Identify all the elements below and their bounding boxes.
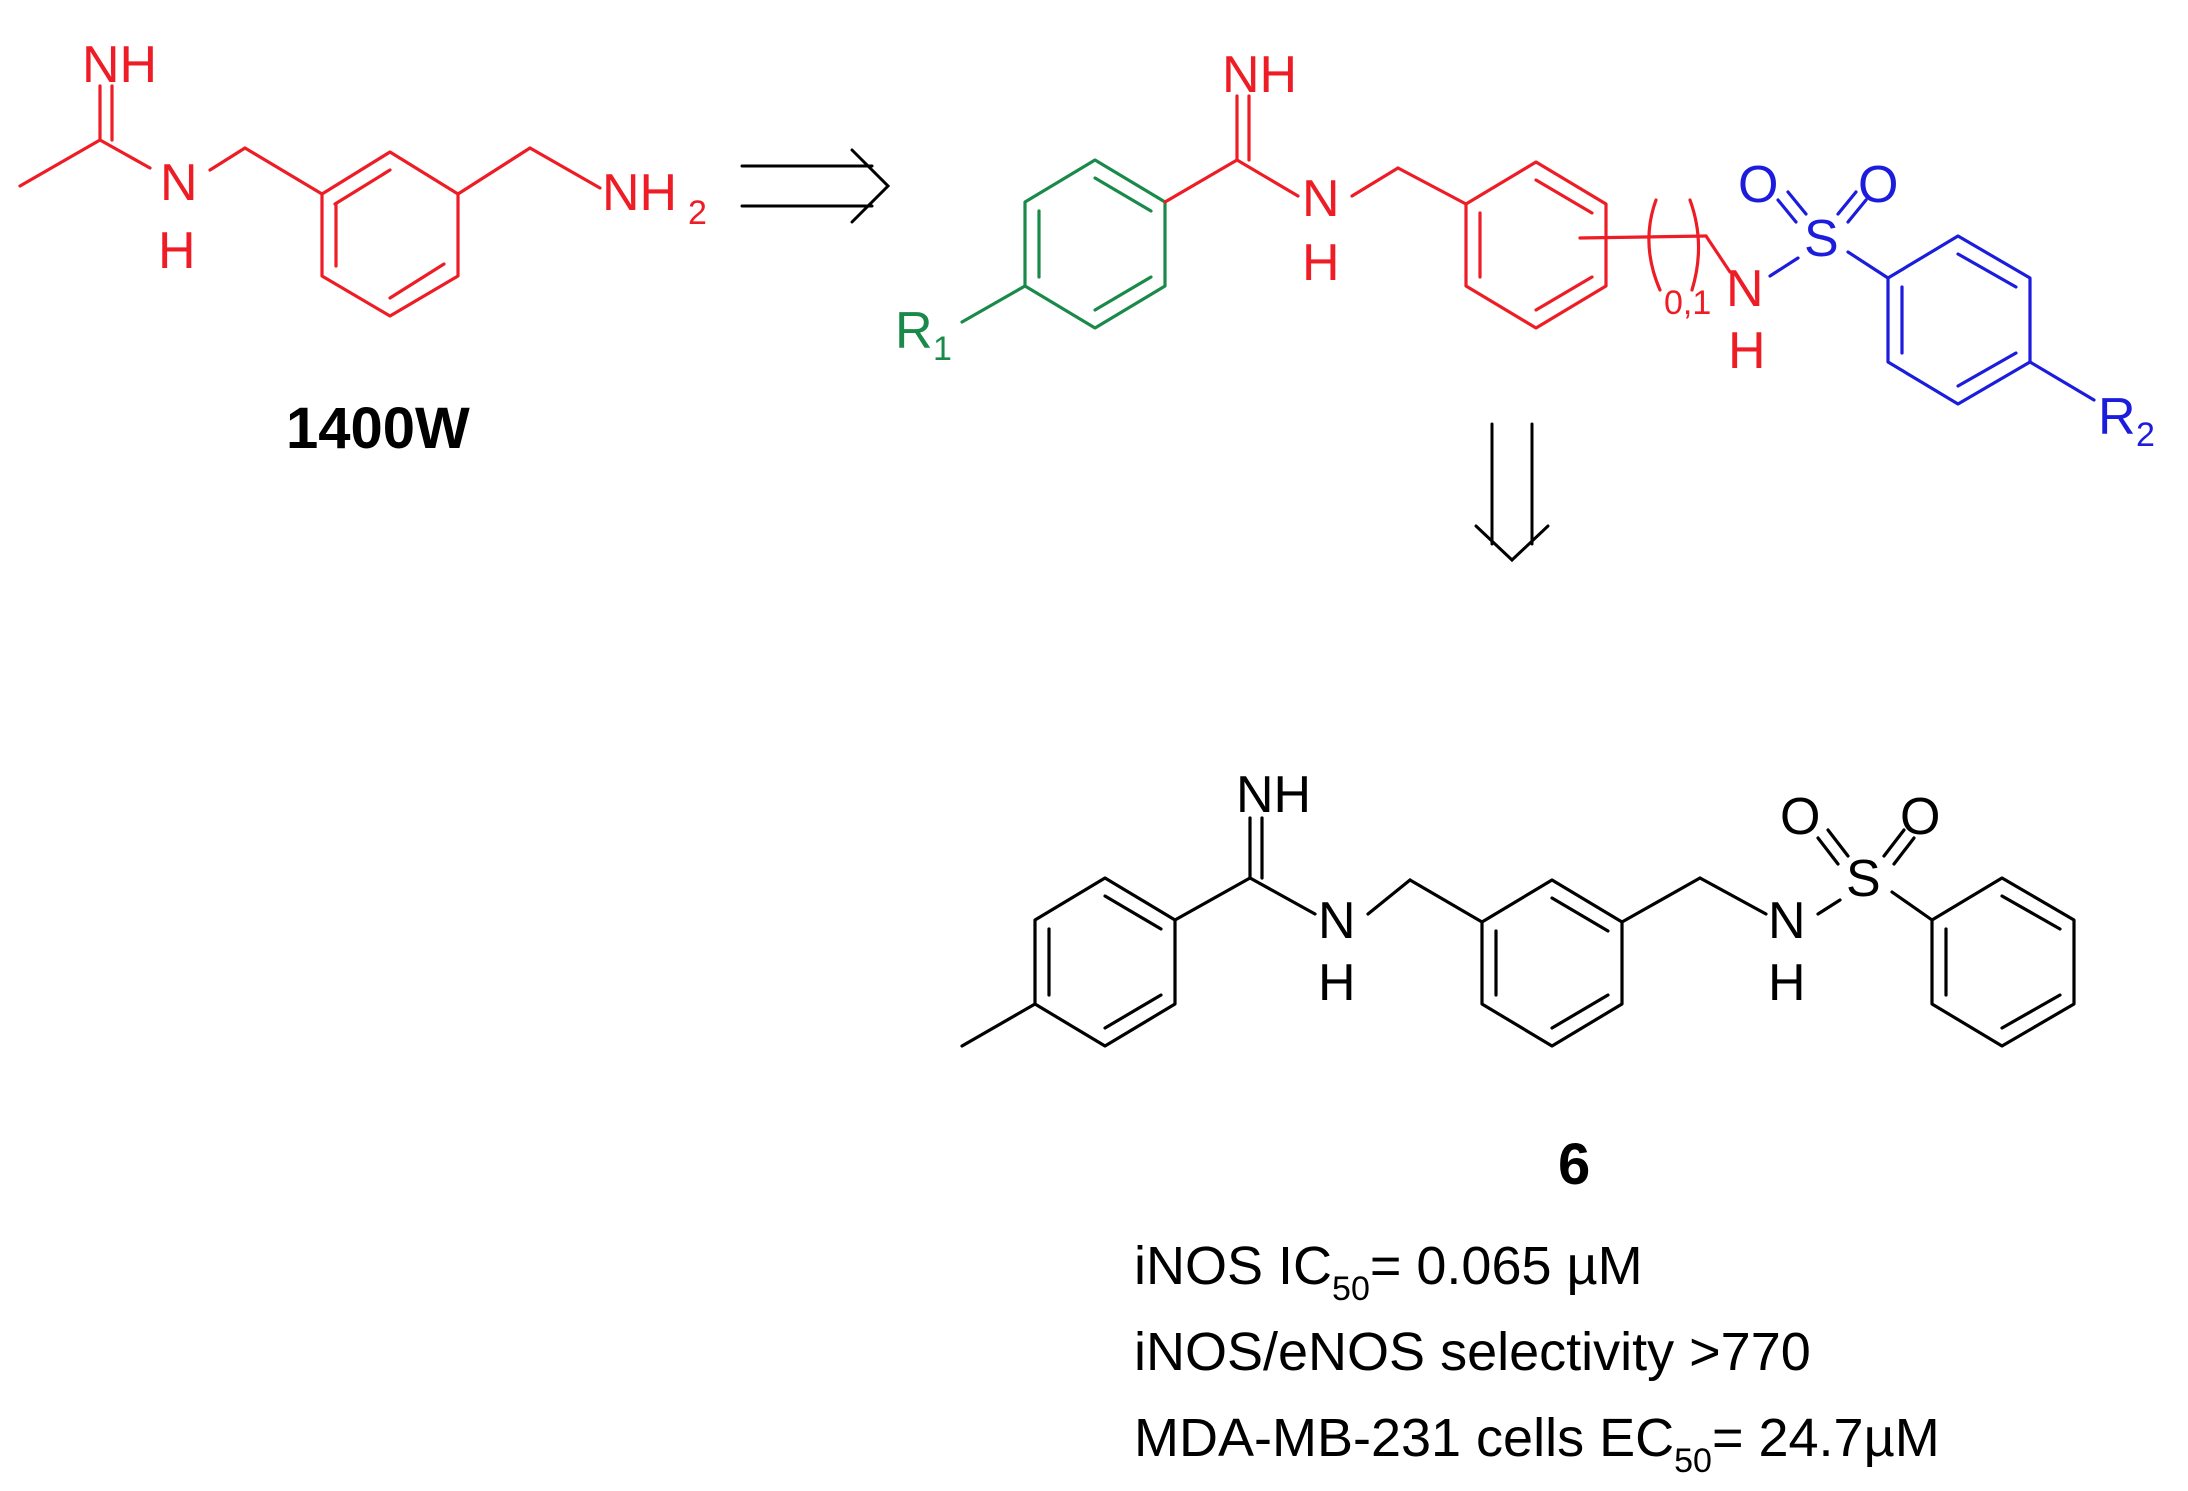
- compound-1400w: [18, 84, 602, 318]
- general-sulfonamide-h-label: H: [1728, 322, 1766, 380]
- amidine-h-label: H: [158, 222, 196, 280]
- design-arrow-down: [1474, 422, 1550, 563]
- compound-1400w-caption: 1400W: [286, 396, 470, 461]
- amine-label: NH: [602, 164, 677, 222]
- c6-amidine-h-label: H: [1318, 954, 1356, 1012]
- c6-sulfur-label: S: [1846, 850, 1881, 908]
- ec50-prefix: MDA-MB-231 cells EC: [1134, 1408, 1674, 1468]
- selectivity-line: iNOS/eNOS selectivity >770: [1134, 1322, 1811, 1382]
- central-linker-labels: NH N H 0,1 N H: [1222, 46, 1766, 380]
- r1-subscript: 1: [933, 330, 952, 368]
- general-oxygen-left-label: O: [1738, 156, 1778, 214]
- r1-label: R: [895, 302, 933, 360]
- r2-labels: S O O R 2: [1738, 156, 2155, 454]
- amidine-n-label: N: [160, 154, 198, 212]
- general-amidine-n-label: N: [1302, 170, 1340, 228]
- c6-amidine-n-label: N: [1318, 892, 1356, 950]
- compound-6-labels: NH N H N H S O O: [1236, 766, 1940, 1012]
- general-imine-label: NH: [1222, 46, 1297, 104]
- linker-repeat-label: 0,1: [1664, 284, 1711, 322]
- r1-aryl-ring: [960, 158, 1167, 330]
- r2-subscript: 2: [2136, 416, 2155, 454]
- ic50-value: = 0.065 µM: [1370, 1236, 1643, 1296]
- ic50-prefix: iNOS IC: [1134, 1236, 1332, 1296]
- general-sulfur-label: S: [1804, 210, 1839, 268]
- compound-1400w-labels: NH N H NH 2: [82, 36, 707, 280]
- c6-imine-label: NH: [1236, 766, 1311, 824]
- r2-sulfonyl-aryl: [1768, 190, 2096, 406]
- ec50-subscript: 50: [1674, 1442, 1712, 1480]
- imine-label: NH: [82, 36, 157, 94]
- design-arrow-right: [740, 148, 891, 224]
- amine-subscript: 2: [688, 194, 707, 232]
- compound-6-caption: 6: [1558, 1132, 1590, 1197]
- c6-sulfonamide-h-label: H: [1768, 954, 1806, 1012]
- c6-oxygen-left-label: O: [1780, 788, 1820, 846]
- c6-sulfonamide-n-label: N: [1768, 892, 1806, 950]
- compound-6: [960, 816, 2076, 1048]
- c6-oxygen-right-label: O: [1900, 788, 1940, 846]
- general-oxygen-right-label: O: [1858, 156, 1898, 214]
- ec50-value: = 24.7µM: [1712, 1408, 1940, 1468]
- central-linker: [1163, 94, 1732, 330]
- ic50-subscript: 50: [1332, 1270, 1370, 1308]
- general-amidine-h-label: H: [1302, 234, 1340, 292]
- ec50-line: MDA-MB-231 cells EC50= 24.7µM: [1134, 1408, 1940, 1480]
- ic50-line: iNOS IC50= 0.065 µM: [1134, 1236, 1643, 1308]
- compound-6-properties: iNOS IC50= 0.065 µM iNOS/eNOS selectivit…: [1134, 1236, 1940, 1480]
- r2-label: R: [2098, 388, 2136, 446]
- general-sulfonamide-n-label: N: [1726, 260, 1764, 318]
